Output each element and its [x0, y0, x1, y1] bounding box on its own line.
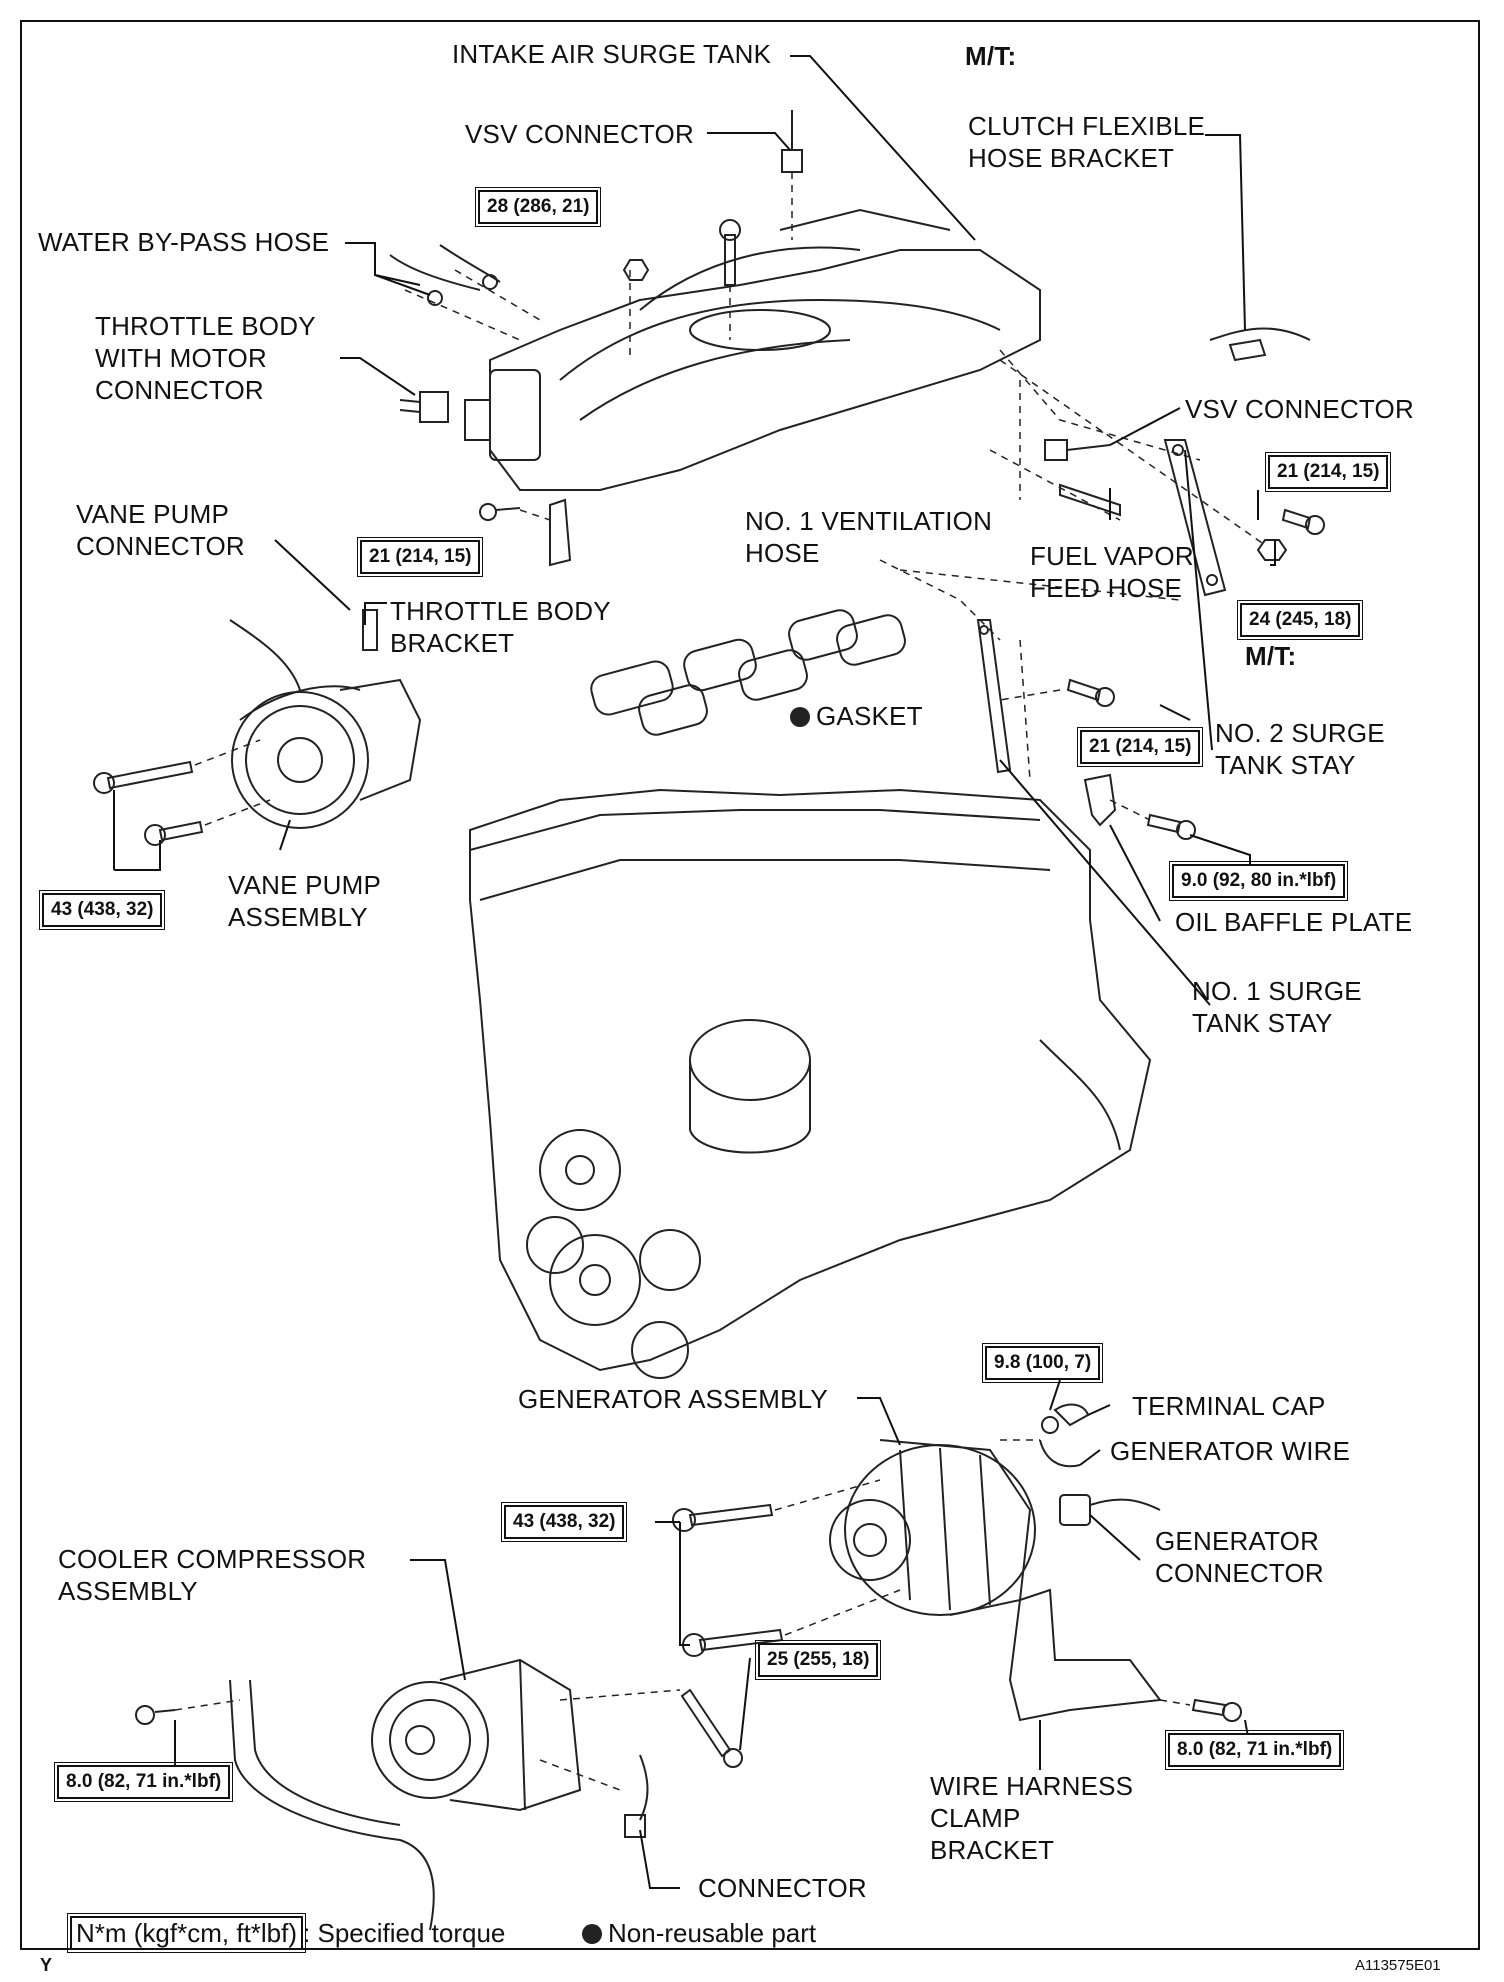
nonreusable-dot-icon: [790, 707, 810, 727]
label-gasket-text: GASKET: [816, 701, 923, 731]
label-connector: CONNECTOR: [698, 1873, 867, 1903]
bolt-21-right-drawing: [1281, 508, 1325, 535]
vane-pump-bolts-drawing: [93, 760, 204, 846]
fuel-vapor-hose-drawing: [1059, 483, 1121, 517]
generator-drawing: [829, 1439, 1036, 1616]
torque-43-pump: 43 (438, 32): [38, 890, 166, 930]
label-vane-pump-connector: VANE PUMP CONNECTOR: [76, 499, 245, 561]
bolt-21-stay-drawing: [1066, 678, 1115, 707]
footer-left-mark: Y: [40, 1955, 53, 1975]
bolt-28-drawing: [622, 219, 741, 286]
bolt-9-0-drawing: [1146, 813, 1196, 840]
legend-unit-text: : Specified torque: [303, 1918, 506, 1948]
nonreusable-legend-dot-icon: [582, 1924, 602, 1944]
label-no2-surge-tank-stay: NO. 2 SURGE TANK STAY: [1215, 718, 1385, 780]
label-no1-ventilation-hose: NO. 1 VENTILATION HOSE: [745, 506, 993, 568]
torque-43-gen: 43 (438, 32): [500, 1502, 628, 1542]
bolt-8-0-left-drawing: [135, 1705, 176, 1725]
torque-8-0-right: 8.0 (82, 71 in.*lbf): [1164, 1730, 1345, 1770]
legend-unit-box: N*m (kgf*cm, ft*lbf): [66, 1913, 307, 1953]
bolt-8-0-right-drawing: [1191, 1698, 1242, 1722]
label-throttle-body-bracket: THROTTLE BODY BRACKET: [390, 596, 611, 658]
label-oil-baffle-plate: OIL BAFFLE PLATE: [1175, 907, 1413, 937]
torque-21-right: 21 (214, 15): [1264, 452, 1392, 492]
water-bypass-hose-drawing: [389, 244, 501, 306]
label-terminal-cap: TERMINAL CAP: [1132, 1391, 1326, 1421]
generator-bolts-drawing: [672, 1503, 784, 1657]
figure-id: A113575E01: [1355, 1957, 1441, 1974]
wire-harness-clamp-bracket-drawing: [1008, 1588, 1162, 1722]
no1-surge-tank-stay-drawing: [976, 619, 1012, 774]
label-vsv-connector-right: VSV CONNECTOR: [1185, 394, 1414, 424]
terminal-cap-drawing: [1039, 1403, 1090, 1468]
vsv-connector-top-drawing: [781, 110, 803, 173]
torque-21-bracket: 21 (214, 15): [356, 537, 484, 577]
label-wire-harness-clamp-bracket: WIRE HARNESS CLAMP BRACKET: [930, 1771, 1134, 1865]
label-mt-top: M/T:: [965, 41, 1017, 71]
label-vsv-connector-top: VSV CONNECTOR: [465, 119, 694, 149]
vane-pump-drawing: [229, 609, 422, 829]
compressor-connector-drawing: [624, 1754, 649, 1838]
label-water-bypass-hose: WATER BY-PASS HOSE: [38, 227, 330, 257]
bolt-25-drawing: [680, 1688, 743, 1768]
label-gasket: GASKET: [790, 700, 923, 732]
engine-block-drawing: [469, 788, 1152, 1379]
no2-surge-tank-stay-drawing: [1163, 439, 1227, 597]
label-throttle-body-motor-connector: THROTTLE BODY WITH MOTOR CONNECTOR: [95, 311, 316, 405]
gasket-drawing: [590, 609, 906, 736]
diagram-frame: [20, 20, 1480, 1950]
nut-24-drawing: [1256, 539, 1288, 561]
torque-8-0-left: 8.0 (82, 71 in.*lbf): [53, 1762, 234, 1802]
throttle-body-bracket-drawing: [479, 498, 572, 567]
torque-9-0: 9.0 (92, 80 in.*lbf): [1168, 861, 1349, 901]
label-intake-air-surge-tank: INTAKE AIR SURGE TANK: [452, 39, 772, 69]
torque-28: 28 (286, 21): [474, 187, 602, 227]
label-no1-surge-tank-stay: NO. 1 SURGE TANK STAY: [1192, 976, 1362, 1038]
label-clutch-flexible-hose-bracket: CLUTCH FLEXIBLE HOSE BRACKET: [968, 111, 1206, 173]
intake-air-surge-tank-drawing: [464, 208, 1041, 491]
vsv-connector-right-drawing: [1044, 439, 1111, 461]
label-vane-pump-assembly: VANE PUMP ASSEMBLY: [228, 870, 382, 932]
label-mt-right: M/T:: [1245, 641, 1297, 671]
torque-25: 25 (255, 18): [754, 1640, 882, 1680]
label-generator-connector: GENERATOR CONNECTOR: [1155, 1526, 1324, 1588]
label-generator-assembly: GENERATOR ASSEMBLY: [518, 1384, 828, 1414]
generator-connector-drawing: [1059, 1494, 1161, 1526]
label-cooler-compressor-assembly: COOLER COMPRESSOR ASSEMBLY: [58, 1544, 367, 1606]
cooler-compressor-drawing: [371, 1658, 582, 1812]
compressor-hose-drawing: [229, 1679, 435, 1931]
throttle-body-connector-drawing: [399, 391, 449, 423]
label-generator-wire: GENERATOR WIRE: [1110, 1436, 1351, 1466]
label-fuel-vapor-feed-hose: FUEL VAPOR FEED HOSE: [1030, 541, 1194, 603]
oil-baffle-plate-drawing: [1083, 773, 1117, 827]
torque-24: 24 (245, 18): [1236, 600, 1364, 640]
legend-nonreusable: Non-reusable part: [582, 1917, 816, 1949]
torque-9-8: 9.8 (100, 7): [981, 1343, 1104, 1383]
legend-torque: N*m (kgf*cm, ft*lbf): Specified torque: [66, 1913, 506, 1953]
clutch-hose-bracket-drawing: [1209, 327, 1311, 362]
legend-nonreusable-text: Non-reusable part: [608, 1918, 817, 1948]
torque-21-stay: 21 (214, 15): [1076, 727, 1204, 767]
